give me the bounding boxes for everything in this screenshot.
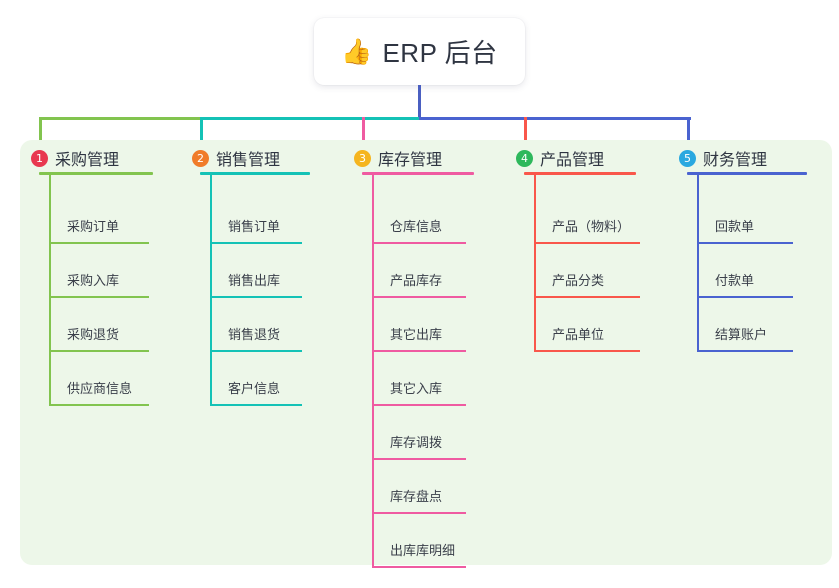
- leaf-item-underline: [49, 404, 149, 406]
- bus-segment-1: [39, 117, 202, 120]
- leaf-item[interactable]: 库存盘点: [372, 460, 466, 514]
- leaf-item[interactable]: 结算账户: [697, 298, 793, 352]
- root-node[interactable]: 👍 ERP 后台: [314, 18, 525, 85]
- leaf-item-label: 销售出库: [228, 273, 281, 288]
- branch-spine: [372, 174, 374, 568]
- leaf-item[interactable]: 出库库明细: [372, 514, 466, 568]
- leaf-item-label: 付款单: [715, 273, 755, 288]
- leaf-item-underline: [697, 296, 793, 298]
- leaf-item[interactable]: 库存调拨: [372, 406, 466, 460]
- leaf-item[interactable]: 销售出库: [210, 244, 302, 298]
- leaf-item[interactable]: 产品库存: [372, 244, 466, 298]
- branch-header-underline: [39, 172, 153, 175]
- branch-title: 销售管理: [216, 152, 281, 169]
- leaf-item-underline: [372, 242, 466, 244]
- leaf-item-label: 结算账户: [715, 327, 768, 342]
- leaf-item[interactable]: 付款单: [697, 244, 793, 298]
- branch-number-badge: 4: [516, 149, 533, 167]
- leaf-item-underline: [534, 242, 640, 244]
- bus-segment-5: [524, 117, 691, 120]
- leaf-item-label: 产品单位: [552, 327, 605, 342]
- leaf-item[interactable]: 销售退货: [210, 298, 302, 352]
- branch-header-4[interactable]: 4 产品管理: [516, 146, 604, 170]
- leaf-item[interactable]: 供应商信息: [49, 352, 149, 406]
- leaf-item-underline: [210, 242, 302, 244]
- branch-spine: [534, 174, 536, 352]
- leaf-item-underline: [210, 350, 302, 352]
- branch-number-badge: 2: [192, 149, 209, 167]
- leaf-item-label: 库存盘点: [390, 489, 443, 504]
- leaf-item-underline: [534, 350, 640, 352]
- bus-segment-4: [419, 117, 526, 120]
- leaf-item-label: 回款单: [715, 219, 755, 234]
- leaf-item-underline: [697, 242, 793, 244]
- branch-spine: [210, 174, 212, 406]
- leaf-item-label: 采购退货: [67, 327, 120, 342]
- branch-number-badge: 3: [354, 149, 371, 167]
- leaf-item-underline: [372, 512, 466, 514]
- thumbs-up-icon: 👍: [341, 37, 373, 66]
- leaf-item-label: 客户信息: [228, 381, 281, 396]
- leaf-item-underline: [372, 458, 466, 460]
- branch-title: 采购管理: [55, 152, 120, 169]
- leaf-item-label: 采购入库: [67, 273, 120, 288]
- leaf-item-label: 仓库信息: [390, 219, 443, 234]
- leaf-item-underline: [697, 350, 793, 352]
- branch-number-badge: 1: [31, 149, 48, 167]
- branch-header-3[interactable]: 3 库存管理: [354, 146, 442, 170]
- leaf-item-label: 产品分类: [552, 273, 605, 288]
- leaf-item-underline: [372, 296, 466, 298]
- leaf-item-label: 其它出库: [390, 327, 443, 342]
- leaf-item-label: 产品（物料）: [552, 219, 631, 234]
- root-title: ERP 后台: [382, 38, 498, 68]
- branch-header-underline: [687, 172, 807, 175]
- branch-header-5[interactable]: 5 财务管理: [679, 146, 767, 170]
- leaf-item-label: 库存调拨: [390, 435, 443, 450]
- leaf-item-underline: [372, 566, 466, 568]
- branch-panel: 1 采购管理采购订单采购入库采购退货供应商信息 2 销售管理销售订单销售出库销售退货客…: [20, 140, 832, 568]
- branch-header-underline: [200, 172, 310, 175]
- leaf-item[interactable]: 客户信息: [210, 352, 302, 406]
- branch-spine: [697, 174, 699, 352]
- leaf-item-underline: [534, 296, 640, 298]
- leaf-item-label: 出库库明细: [390, 543, 456, 558]
- leaf-item[interactable]: 产品单位: [534, 298, 640, 352]
- leaf-item-underline: [210, 404, 302, 406]
- leaf-item-label: 销售订单: [228, 219, 281, 234]
- branch-spine: [49, 174, 51, 406]
- leaf-item[interactable]: 其它入库: [372, 352, 466, 406]
- branch-header-1[interactable]: 1 采购管理: [31, 146, 119, 170]
- leaf-item-label: 其它入库: [390, 381, 443, 396]
- leaf-item-underline: [49, 242, 149, 244]
- branch-title: 财务管理: [703, 152, 768, 169]
- leaf-item-label: 销售退货: [228, 327, 281, 342]
- branch-number-badge: 5: [679, 149, 696, 167]
- leaf-item[interactable]: 采购订单: [49, 190, 149, 244]
- bus-segment-3: [362, 117, 421, 120]
- branch-header-2[interactable]: 2 销售管理: [192, 146, 280, 170]
- leaf-item-label: 产品库存: [390, 273, 443, 288]
- branch-title: 产品管理: [540, 152, 605, 169]
- leaf-item-underline: [210, 296, 302, 298]
- leaf-item[interactable]: 采购入库: [49, 244, 149, 298]
- leaf-item-underline: [372, 350, 466, 352]
- bus-segment-2: [200, 117, 364, 120]
- leaf-item[interactable]: 产品（物料）: [534, 190, 640, 244]
- root-stem-connector: [418, 85, 421, 120]
- leaf-item[interactable]: 销售订单: [210, 190, 302, 244]
- leaf-item-underline: [49, 350, 149, 352]
- leaf-item[interactable]: 采购退货: [49, 298, 149, 352]
- branch-header-underline: [524, 172, 636, 175]
- leaf-item[interactable]: 仓库信息: [372, 190, 466, 244]
- leaf-item-label: 供应商信息: [67, 381, 133, 396]
- branch-header-underline: [362, 172, 474, 175]
- leaf-item[interactable]: 产品分类: [534, 244, 640, 298]
- leaf-item-label: 采购订单: [67, 219, 120, 234]
- leaf-item-underline: [372, 404, 466, 406]
- leaf-item-underline: [49, 296, 149, 298]
- leaf-item[interactable]: 其它出库: [372, 298, 466, 352]
- branch-title: 库存管理: [378, 152, 443, 169]
- leaf-item[interactable]: 回款单: [697, 190, 793, 244]
